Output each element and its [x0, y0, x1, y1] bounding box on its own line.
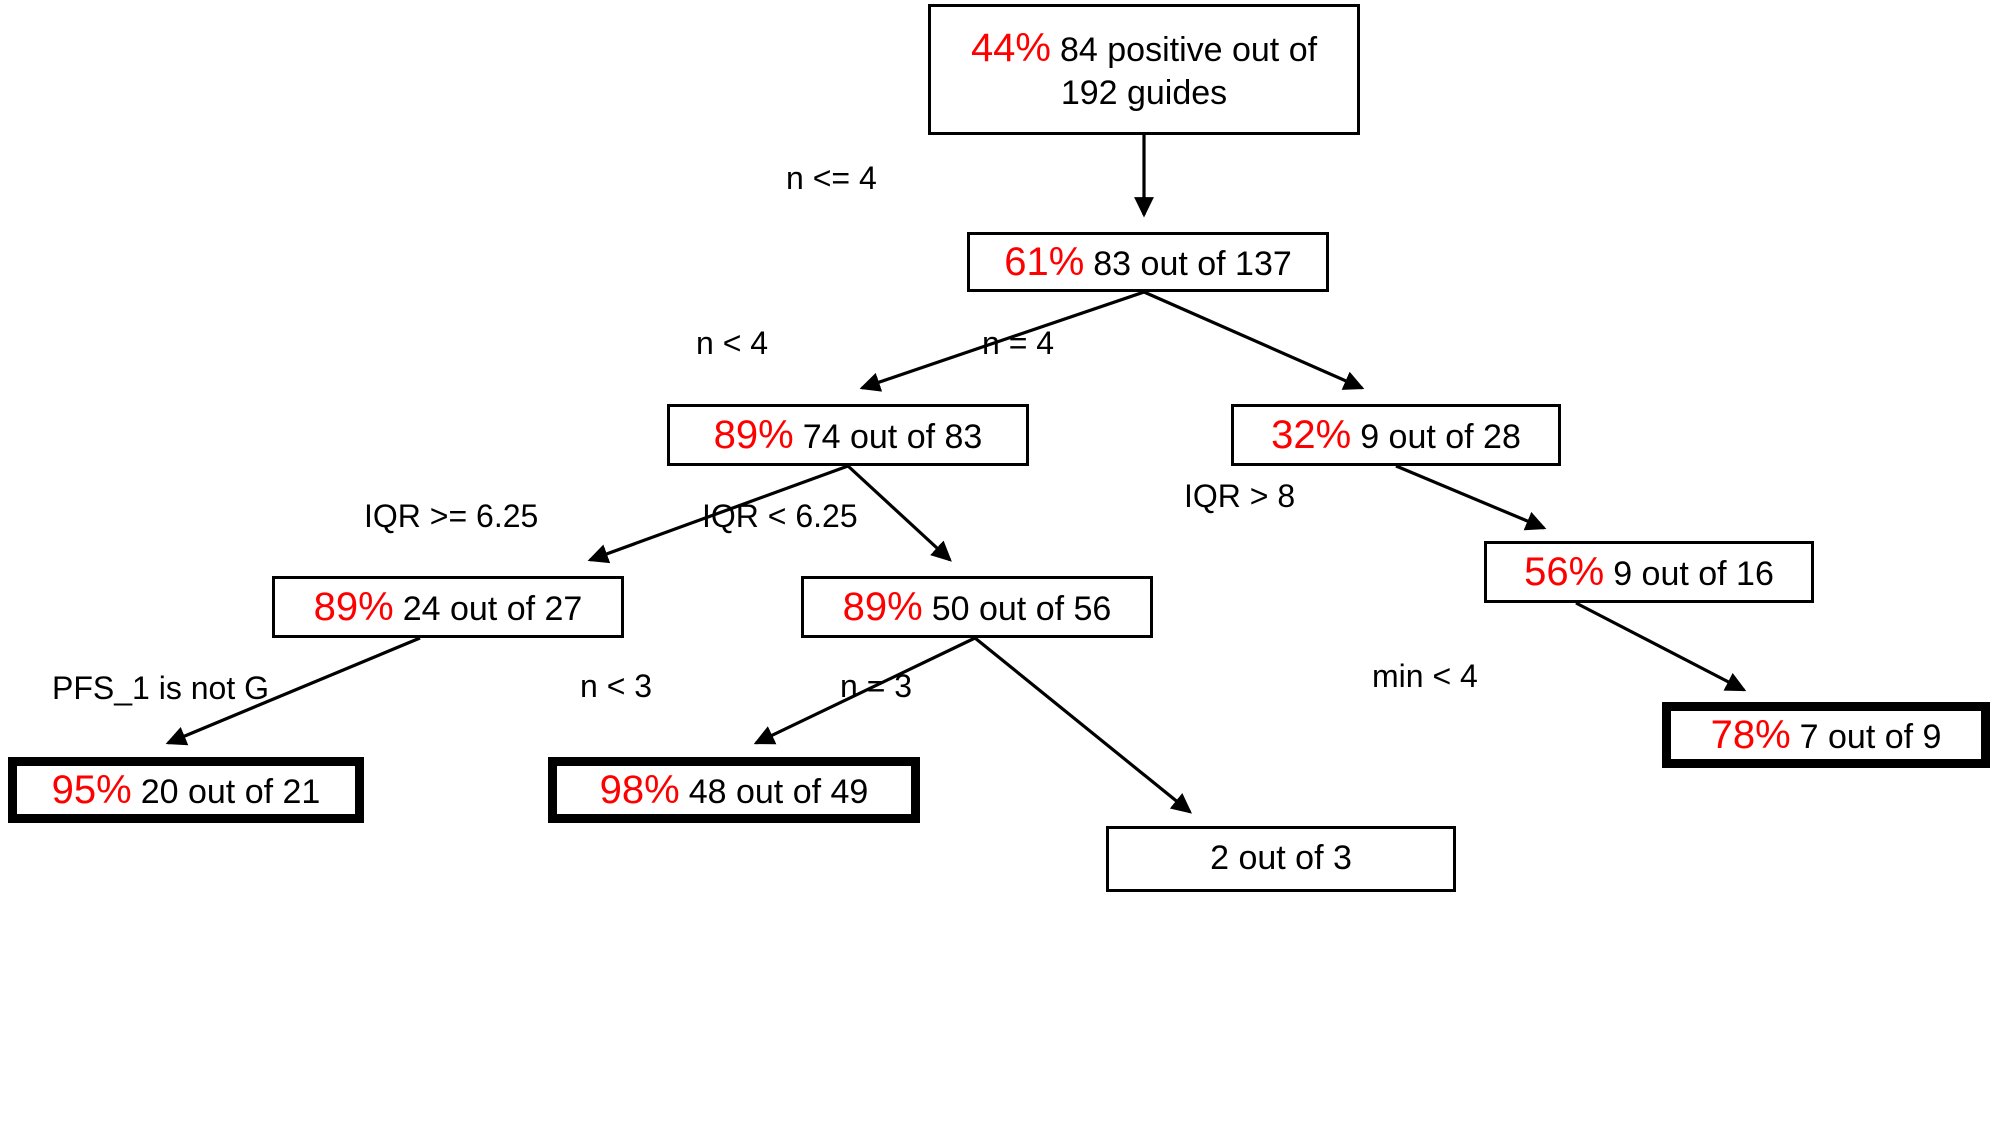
- node-2of3: 2 out of 3: [1106, 826, 1456, 892]
- edge-89a-to-89c: [846, 464, 952, 562]
- edge-89b-to-95-label: PFS_1 is not G: [52, 670, 269, 706]
- node-98pct-48of49-label: 48 out of 49: [688, 772, 869, 811]
- node-78pct-7of9-percent: 78%: [1710, 712, 1791, 757]
- edge-61-to-89a: [859, 290, 1145, 392]
- node-89pct-74of83-label: 74 out of 83: [802, 417, 983, 456]
- edge-61-to-89a-label: n < 4: [696, 325, 769, 361]
- node-95pct-20of21-content: 95%20 out of 21: [52, 766, 321, 815]
- edge-56-to-78: [1575, 601, 1747, 692]
- node-2of3-label: 2 out of 3: [1210, 839, 1352, 878]
- node-89pct-50of56: 89%50 out of 56: [801, 576, 1153, 638]
- edge-89b-to-95: [165, 636, 421, 746]
- node-root-content: 44%84 positive out of 192 guides: [941, 24, 1347, 114]
- node-2of3-content: 2 out of 3: [1210, 838, 1352, 879]
- node-89pct-74of83: 89%74 out of 83: [667, 404, 1029, 466]
- node-root-label: 84 positive out of 192 guides: [1060, 31, 1318, 113]
- node-98pct-48of49-content: 98%48 out of 49: [600, 766, 869, 815]
- node-98pct-48of49: 98%48 out of 49: [548, 757, 920, 823]
- node-95pct-20of21-label: 20 out of 21: [140, 772, 321, 811]
- edge-32-to-56: [1395, 464, 1547, 531]
- node-98pct-48of49-percent: 98%: [599, 767, 680, 812]
- node-61pct-percent: 61%: [1004, 239, 1085, 284]
- edge-89a-to-89b-label: IQR >= 6.25: [364, 498, 539, 534]
- node-95pct-20of21-percent: 95%: [51, 767, 132, 812]
- node-89pct-24of27-label: 24 out of 27: [402, 589, 583, 628]
- node-89pct-74of83-content: 89%74 out of 83: [714, 411, 983, 460]
- node-56pct-9of16-label: 9 out of 16: [1613, 554, 1774, 593]
- node-78pct-7of9: 78%7 out of 9: [1662, 702, 1990, 768]
- node-32pct-9of28-percent: 32%: [1271, 412, 1352, 457]
- node-56pct-9of16-content: 56%9 out of 16: [1524, 548, 1774, 597]
- node-89pct-50of56-content: 89%50 out of 56: [843, 583, 1112, 632]
- node-root-percent: 44%: [970, 26, 1051, 71]
- edge-89c-to-98: [753, 636, 976, 745]
- edge-61-to-32: [1143, 290, 1365, 390]
- edge-root-to-61-label: n <= 4: [786, 160, 877, 196]
- node-32pct-9of28-content: 32%9 out of 28: [1271, 411, 1521, 460]
- node-89pct-50of56-percent: 89%: [842, 584, 923, 629]
- node-89pct-24of27-content: 89%24 out of 27: [314, 583, 583, 632]
- node-89pct-50of56-label: 50 out of 56: [931, 589, 1112, 628]
- node-61pct-label: 83 out of 137: [1093, 244, 1292, 283]
- edge-32-to-56-label: IQR > 8: [1184, 478, 1296, 514]
- node-61pct: 61%83 out of 137: [967, 232, 1329, 292]
- edge-89c-to-2of3: [973, 636, 1192, 814]
- edge-89a-to-89b: [587, 464, 849, 564]
- edge-89c-to-2of3-label: n = 3: [840, 668, 913, 704]
- edge-61-to-32-label: n = 4: [982, 325, 1055, 361]
- node-32pct-9of28-label: 9 out of 28: [1360, 417, 1521, 456]
- edge-89c-to-98-label: n < 3: [580, 668, 653, 704]
- node-78pct-7of9-content: 78%7 out of 9: [1711, 711, 1942, 760]
- node-89pct-74of83-percent: 89%: [713, 412, 794, 457]
- node-78pct-7of9-label: 7 out of 9: [1799, 717, 1942, 756]
- node-95pct-20of21: 95%20 out of 21: [8, 757, 364, 823]
- edge-paths: [165, 135, 1747, 814]
- node-32pct-9of28: 32%9 out of 28: [1231, 404, 1561, 466]
- node-56pct-9of16: 56%9 out of 16: [1484, 541, 1814, 603]
- edge-56-to-78-label: min < 4: [1372, 658, 1478, 694]
- node-89pct-24of27: 89%24 out of 27: [272, 576, 624, 638]
- node-89pct-24of27-percent: 89%: [313, 584, 394, 629]
- node-root: 44%84 positive out of 192 guides: [928, 4, 1360, 135]
- node-61pct-content: 61%83 out of 137: [1004, 238, 1292, 287]
- edge-89a-to-89c-label: IQR < 6.25: [702, 498, 858, 534]
- node-56pct-9of16-percent: 56%: [1524, 549, 1605, 594]
